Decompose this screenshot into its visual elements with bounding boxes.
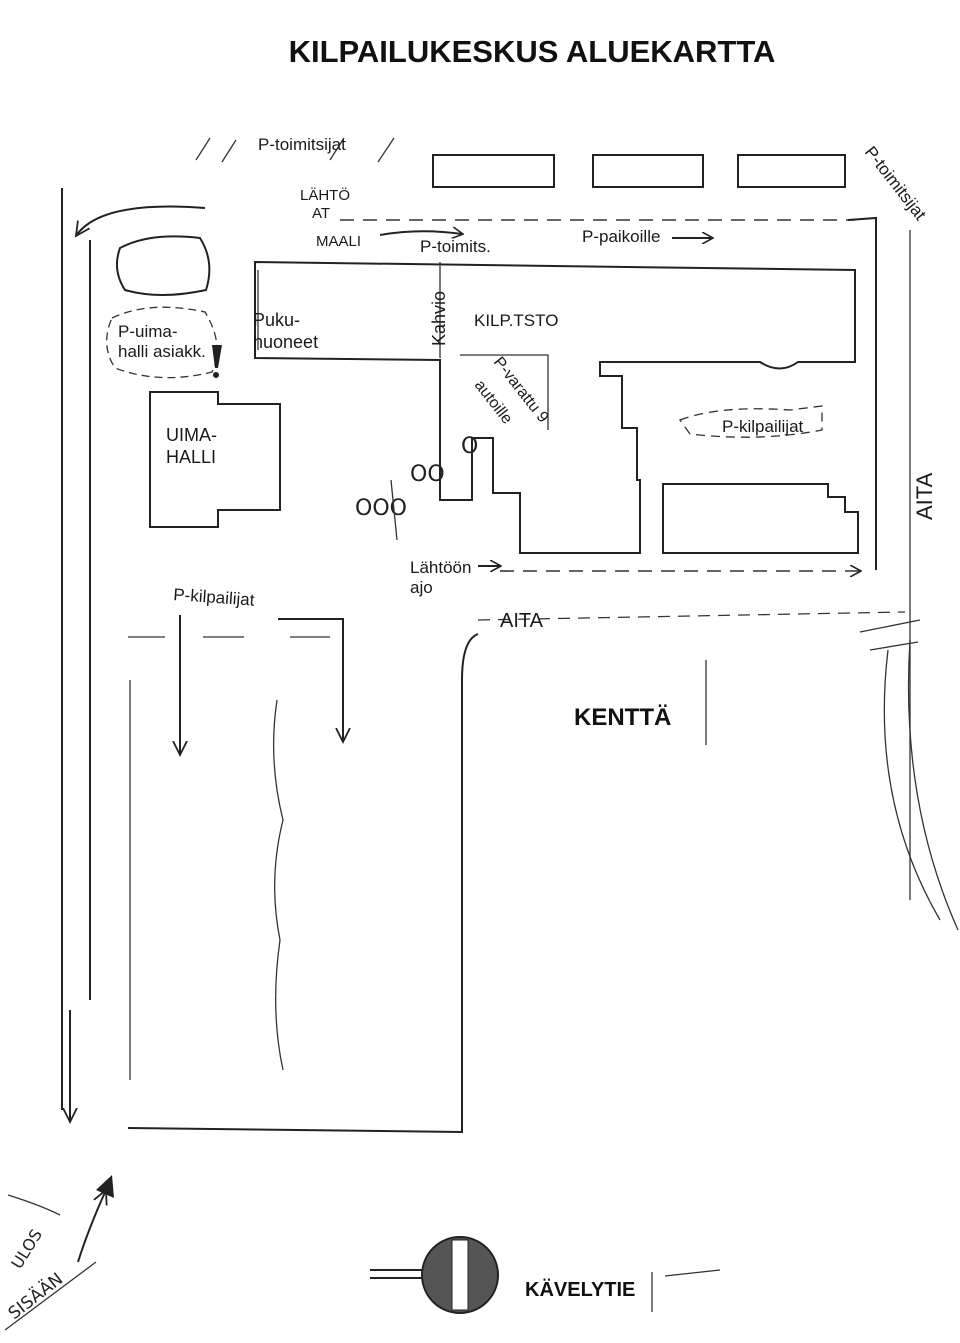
map-title: KILPAILUKESKUS ALUEKARTTA: [289, 34, 776, 69]
exclamation-icon: [212, 345, 222, 368]
exclamation-dot-icon: [213, 372, 219, 378]
label-p-toimitsijat-right: P-toimitsijat: [861, 143, 930, 224]
label-uimahalli-2: HALLI: [166, 447, 216, 467]
label-lahto-line2: AT: [312, 205, 330, 222]
kilpailijat-right-enclosure: [678, 405, 823, 438]
parking-box-1: [432, 154, 555, 188]
label-maali: MAALI: [316, 233, 361, 250]
marking-o: O: [461, 434, 478, 459]
label-lahtoon-1: Lähtöön: [410, 558, 471, 577]
field-right-curve-2: [907, 639, 959, 931]
label-p-uimahalli-1: P-uima-: [118, 322, 178, 341]
label-ulos: ULOS: [7, 1226, 46, 1272]
kavelytie-dash: [664, 1269, 721, 1277]
label-p-toimits: P-toimits.: [420, 237, 491, 256]
top-hatch: [195, 137, 395, 163]
label-kentta: KENTTÄ: [574, 704, 671, 731]
field-right-curve-1: [883, 649, 941, 921]
label-aita-right: AITA: [912, 472, 937, 520]
ulos-curve: [7, 1194, 61, 1216]
arrow-toward-start: [379, 231, 462, 235]
building-inner-wall-2: [460, 354, 549, 430]
sisaan-line: [4, 1261, 97, 1331]
label-puku-2: huoneet: [253, 332, 318, 352]
label-p-toimitsijat-top: P-toimitsijat: [258, 135, 346, 154]
label-kavelytie: KÄVELYTIE: [525, 1278, 635, 1301]
label-p-paikoille: P-paikoille: [582, 227, 660, 246]
field-cross-2: [869, 641, 919, 651]
label-lahto-line1: LÄHTÖ: [300, 186, 350, 204]
exit-arrowhead-icon: [96, 1175, 114, 1198]
kilpailijat-arrow-right: [278, 618, 343, 742]
label-p-kilpailijat-right: P-kilpailijat: [722, 417, 804, 436]
marking-stroke: [390, 479, 398, 541]
no-entry-sign-icon: [421, 1236, 499, 1314]
marking-ooo: OOO: [355, 496, 407, 521]
field-outline: [127, 633, 479, 1134]
label-aita-bottom: AITA: [500, 610, 544, 632]
pool-parking-ellipse: [106, 306, 218, 379]
label-p-kilpailijat-left: P-kilpailijat: [173, 585, 256, 610]
right-parking-block: [662, 483, 859, 554]
field-top-fence: [477, 611, 906, 621]
label-kahvio: Kahvio: [429, 291, 449, 346]
label-sisaan: SISÄÄN: [4, 1268, 67, 1324]
label-lahtoon-2: ajo: [410, 578, 433, 597]
exit-arrow: [77, 1190, 106, 1263]
left-road-curve-arrow: [76, 205, 206, 236]
arrow-right-entry: [847, 216, 877, 232]
parking-divider-wavy: [273, 699, 284, 1071]
marking-oo: OO: [410, 462, 445, 487]
swimming-hall: [149, 391, 281, 528]
field-cross-1: [859, 619, 921, 633]
parking-box-2: [592, 154, 704, 188]
parking-box-3: [737, 154, 846, 188]
main-building: [254, 260, 856, 554]
label-kilp-tsto: KILP.TSTO: [474, 311, 558, 330]
label-puku-1: Puku-: [253, 310, 300, 330]
label-uimahalli-1: UIMA-: [166, 425, 217, 445]
pool-parking-blob: [115, 235, 211, 296]
label-p-uimahalli-2: halli asiakk.: [118, 342, 206, 361]
